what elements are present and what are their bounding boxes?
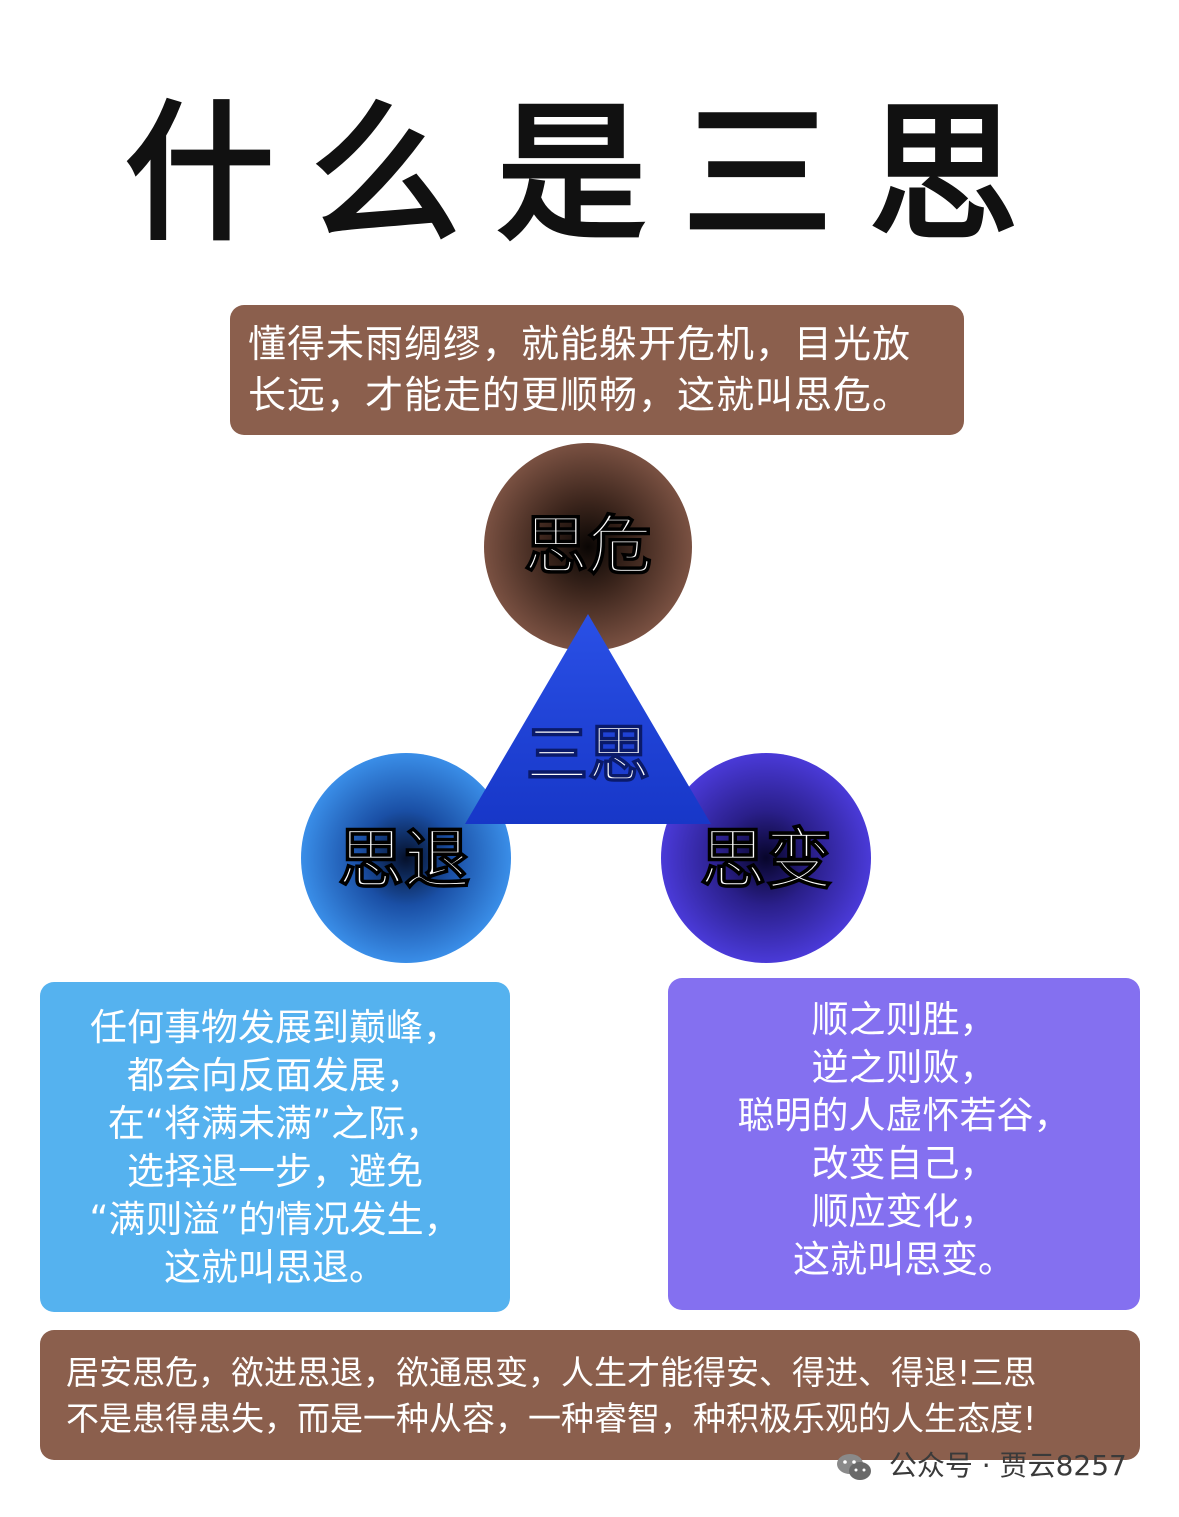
node-right-circle (661, 753, 871, 963)
triangle-shape (465, 614, 711, 824)
change-line: 逆之则败， (811, 1046, 997, 1089)
summary-text-box: 居安思危，欲进思退，欲通思变，人生才能得安、得进、得退!三思 不是患得患失，而是… (40, 1330, 1140, 1460)
node-left-circle (301, 753, 511, 963)
node-right-label: 思变 (700, 821, 832, 898)
watermark: 公众号 · 贾云8257 (836, 1446, 1127, 1486)
node-top-circle (484, 443, 692, 651)
wechat-icon (837, 1454, 871, 1480)
change-explanation-box: 顺之则胜， 逆之则败， 聪明的人虚怀若谷， 改变自己， 顺应变化， 这就叫思变。 (668, 978, 1140, 1310)
page-title: 什么是三思 (124, 88, 1055, 262)
node-top: 思危 (484, 443, 692, 651)
watermark-text: 公众号 · 贾云8257 (888, 1449, 1127, 1482)
retreat-line: 都会向反面发展， (127, 1054, 423, 1097)
intro-text-box: 懂得未雨绸缪，就能躲开危机，目光放 长远，才能走的更顺畅，这就叫思危。 (230, 305, 964, 435)
retreat-line: 选择退一步，避免 (127, 1150, 423, 1193)
node-left-label: 思退 (338, 821, 470, 898)
retreat-line: 这就叫思退。 (164, 1246, 386, 1289)
change-line: 聪明的人虚怀若谷， (737, 1094, 1071, 1137)
change-line: 这就叫思变。 (793, 1238, 1015, 1281)
node-right: 思变 (661, 753, 871, 963)
node-top-label: 思危 (524, 510, 652, 584)
retreat-line: “满则溢”的情况发生， (89, 1198, 461, 1241)
change-line: 顺应变化， (811, 1190, 997, 1233)
change-line: 顺之则胜， (811, 998, 997, 1041)
summary-line: 不是患得患失，而是一种从容，一种睿智，种积极乐观的人生态度! (66, 1399, 1037, 1438)
node-left: 思退 (301, 753, 511, 963)
summary-line: 居安思危，欲进思退，欲通思变，人生才能得安、得进、得退!三思 (66, 1353, 1037, 1392)
retreat-line: 任何事物发展到巅峰， (90, 1006, 460, 1049)
intro-line: 长远，才能走的更顺畅，这就叫思危。 (248, 373, 912, 417)
intro-line: 懂得未雨绸缪，就能躲开危机，目光放 (248, 322, 912, 366)
retreat-explanation-box: 任何事物发展到巅峰， 都会向反面发展， 在“将满未满”之际， 选择退一步，避免 … (40, 982, 510, 1312)
change-line: 改变自己， (811, 1142, 997, 1185)
retreat-line: 在“将满未满”之际， (107, 1102, 443, 1145)
center-label: 三思 (526, 718, 650, 791)
center-triangle: 三思 (465, 614, 711, 824)
